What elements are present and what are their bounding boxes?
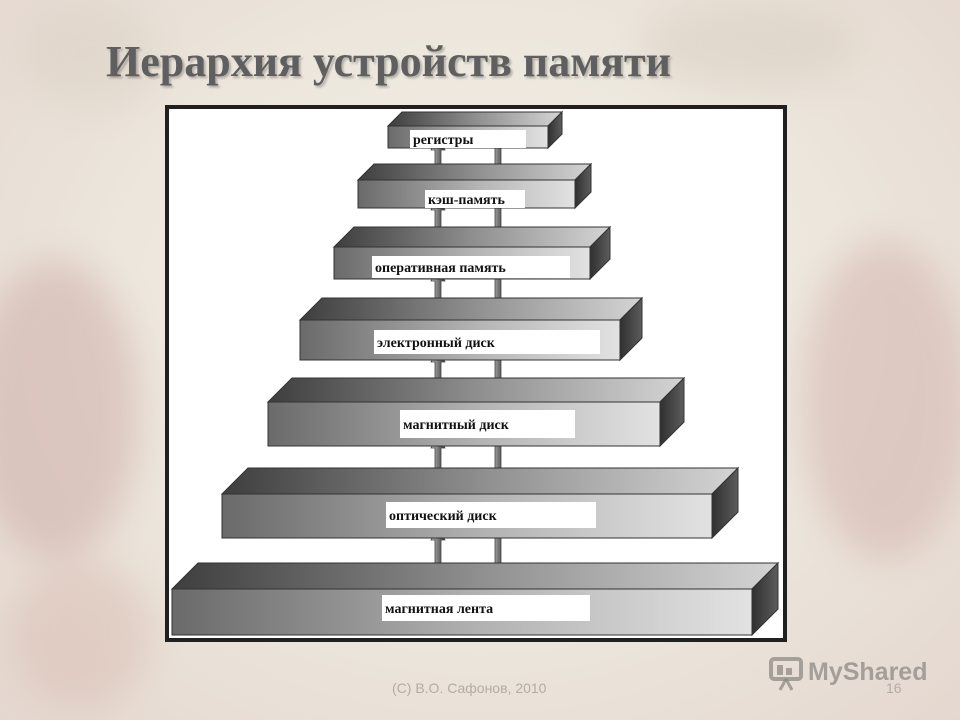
hierarchy-level-6: оптический диск [220,466,740,540]
level-label: регистры [413,133,473,148]
level-label-box [425,190,525,208]
watermark-text: MyShared [808,658,928,686]
block-side-face [574,162,592,210]
block-top-face [332,226,612,248]
footer-copyright: (С) В.О. Сафонов, 2010 [392,680,547,696]
hierarchy-level-7: магнитная лента [170,561,780,637]
level-label: магнитный диск [403,418,510,433]
level-label-box [386,502,596,528]
level-label: электронный диск [377,336,496,351]
block-top-face [386,111,564,127]
block-side-face [589,225,611,281]
level-label: кэш-память [428,193,505,208]
block-side-face [711,466,739,540]
level-label: оптический диск [389,509,498,524]
level-label-box [382,595,590,621]
block-top-face [298,297,644,321]
hierarchy-level-3: оперативная память [332,225,612,281]
level-label-box [372,256,570,278]
level-label-box [374,330,600,354]
hierarchy-level-1: регистры [386,110,564,150]
block-top-face [170,562,780,590]
watermark-logo: MyShared [768,656,928,692]
presentation-icon [769,657,803,691]
level-label-box [400,410,575,438]
block-side-face [659,376,685,448]
block-side-face [547,110,563,150]
block-top-face [356,163,593,181]
block-side-face [619,296,643,362]
hierarchy-level-4: электронный диск [298,296,644,362]
level-label: оперативная память [375,261,506,276]
slide-title: Иерархия устройств памяти [106,37,671,86]
hierarchy-level-5: магнитный диск [266,376,686,448]
slide-number: 16 [886,680,902,696]
block-top-face [266,377,686,403]
hierarchy-level-2: кэш-память [356,162,593,210]
block-top-face [220,467,740,495]
level-label-box [410,130,526,148]
level-label: магнитная лента [385,602,493,617]
block-side-face [751,561,779,637]
